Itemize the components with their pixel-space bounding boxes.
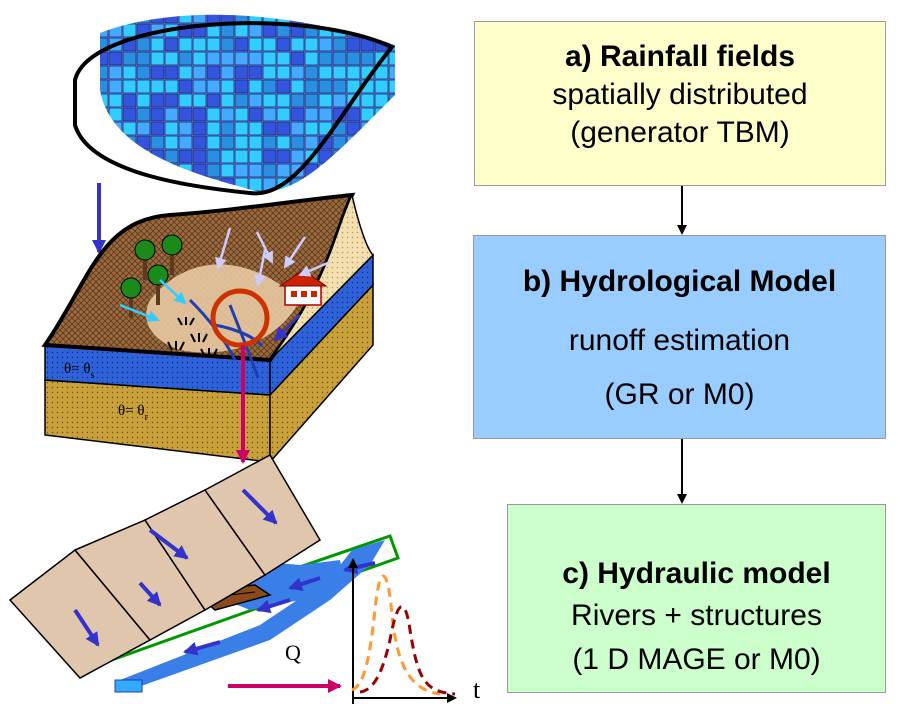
- rainfall-fields-title: a) Rainfall fields: [564, 40, 796, 73]
- hydrological-model-title: b) Hydrological Model: [522, 265, 837, 298]
- rainfall-fields-line-1: spatially distributed: [552, 78, 808, 111]
- rainfall-grid: [73, 14, 396, 196]
- rainfall-fields-box: a) Rainfall fields spatially distributed…: [474, 21, 886, 186]
- lateral-inflow-arrows: [73, 488, 376, 656]
- rainfall-fields-line-2: (generator TBM): [570, 116, 790, 149]
- hydrological-model-line-1: runoff estimation: [568, 324, 791, 357]
- hydraulic-model-title: c) Hydraulic model: [562, 557, 831, 590]
- saturated-soil-label: θ= θs: [64, 361, 95, 381]
- house-icon: [278, 269, 328, 306]
- catchment-block: θ= θs θ= θr: [41, 192, 375, 464]
- hydrological-model-line-2: (GR or M0): [604, 378, 755, 411]
- river-reach: [8, 453, 400, 693]
- subcatchment-panel: [203, 453, 322, 577]
- hydrograph: Q t: [228, 558, 481, 704]
- tree-icon: [120, 234, 183, 318]
- outlet-highlight-circle: [210, 288, 270, 348]
- hydraulic-model-line-2: (1 D MAGE or M0): [572, 643, 821, 676]
- runoff-arrows: [119, 227, 331, 342]
- hydraulic-model-line-1: Rivers + structures: [571, 599, 822, 632]
- hydraulic-model-box: c) Hydraulic model Rivers + structures (…: [507, 504, 886, 693]
- hydrological-model-box: b) Hydrological Model runoff estimation …: [473, 235, 886, 439]
- hydrograph-y-label: Q: [285, 640, 301, 665]
- inflow-hydrograph-curve: [351, 574, 441, 696]
- subcatchment-panels: [8, 453, 322, 679]
- residual-soil-label: θ= θr: [118, 403, 149, 423]
- hydrograph-x-label: t: [473, 675, 481, 704]
- crop-icon: [167, 317, 218, 358]
